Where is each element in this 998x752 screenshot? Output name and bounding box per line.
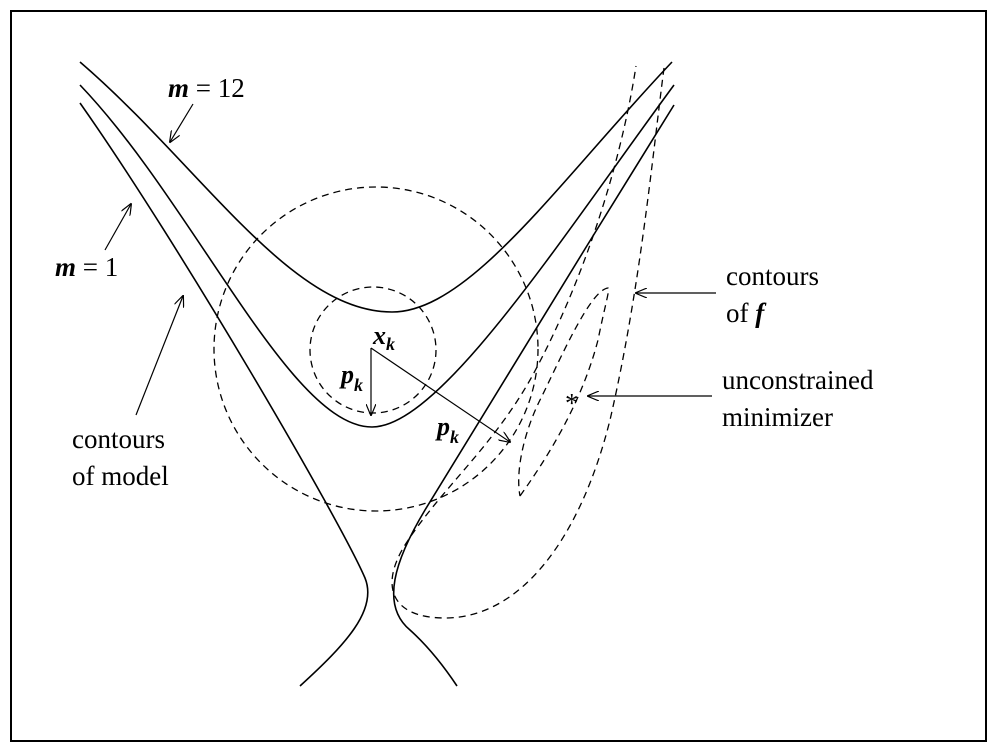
model-contour-saddle-left [79, 102, 369, 687]
m12-label: m = 12 [168, 73, 245, 103]
contours-of-model-label: contours of model [72, 424, 172, 491]
unconstrained-minimizer-line2: minimizer [722, 402, 833, 432]
contours-of-model-line1: contours [72, 424, 165, 454]
f-contour-outer [391, 65, 665, 619]
model-contour-m1 [79, 84, 675, 428]
contours-of-model-pointer [135, 296, 183, 416]
xk-label: xk [372, 321, 395, 354]
model-contour-saddle-right [392, 104, 675, 687]
m1-label: m = 1 [55, 252, 118, 282]
contours-of-f-line1: contours [726, 261, 819, 291]
f-contour-inner [518, 287, 610, 497]
m1-pointer [104, 204, 131, 251]
contours-of-model-line2: of model [72, 461, 169, 491]
unconstrained-minimizer-line1: unconstrained [722, 365, 874, 395]
m12-pointer [170, 103, 194, 142]
model-contour-m12 [79, 61, 673, 313]
trust-region-large-circle [213, 186, 539, 512]
unconstrained-minimizer-label: unconstrained minimizer [722, 365, 880, 432]
pk-short-label: pk [339, 360, 363, 395]
contours-of-f-label: contours of f [726, 261, 826, 328]
step-long-arrow [370, 347, 510, 442]
figure-border [10, 10, 987, 742]
pk-long-label: pk [435, 412, 459, 447]
unconstrained-minimizer-mark: * [565, 388, 579, 418]
